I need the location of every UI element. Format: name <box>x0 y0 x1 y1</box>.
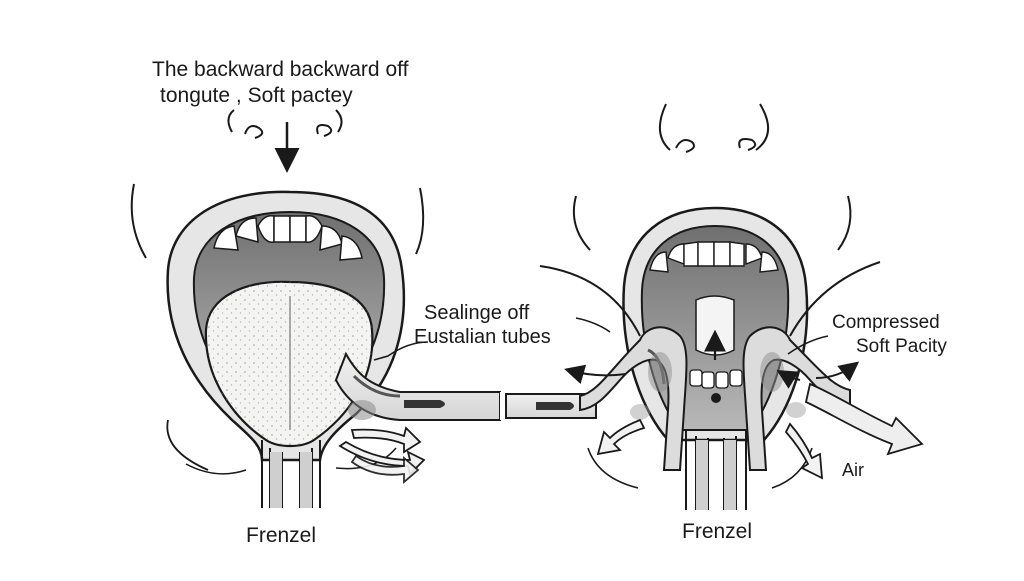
right-left-cheek <box>572 195 591 251</box>
right-left-outer-curve <box>539 265 641 337</box>
right-cheek-line <box>415 187 425 255</box>
right-label-line1: Compressed <box>832 312 940 333</box>
right-side-outflow-tube <box>804 382 924 456</box>
left-nostril-left <box>227 109 235 133</box>
left-down-hollow-arrow <box>596 418 646 456</box>
sealing-leader-line-right <box>575 317 611 333</box>
right-throat-tubes <box>685 430 747 510</box>
right-figure-caption: Frenzel <box>682 520 753 543</box>
air-label: Air <box>842 460 864 480</box>
left-hollow-arrows <box>338 426 426 484</box>
right-throat-dot <box>711 393 721 403</box>
connecting-tube <box>500 392 597 420</box>
right-hollow-arrows <box>596 418 824 480</box>
right-curved-black-arrow-b <box>776 369 801 389</box>
left-cheek-line <box>130 183 147 259</box>
right-upper-teeth <box>649 241 779 273</box>
jaw-line-left <box>166 419 209 471</box>
left-nostril-left-curl <box>244 125 264 139</box>
left-upper-teeth <box>213 214 363 261</box>
right-nostril-right <box>738 138 757 151</box>
air-down-hollow-arrow <box>784 422 824 480</box>
right-left-soft-palate <box>579 326 688 471</box>
left-eustachian-tube <box>334 351 501 421</box>
right-nose-left <box>659 103 671 151</box>
middle-label-line1: Sealinge off <box>424 302 530 324</box>
right-label-line2: Soft Pacity <box>856 336 947 357</box>
left-figure <box>130 109 501 508</box>
left-nostril-right-curl <box>316 124 333 137</box>
middle-label-line2: Eustalian tubes <box>414 326 551 348</box>
sealing-leader-line <box>373 341 429 361</box>
right-figure <box>373 103 924 510</box>
right-nose-right <box>755 103 769 151</box>
top-caption-line1: The backward backward off <box>152 58 409 81</box>
right-nostril-left <box>675 139 695 153</box>
right-curved-black-arrow-a <box>815 361 860 382</box>
left-nostril-right <box>335 109 343 133</box>
left-curved-black-arrow <box>564 364 627 385</box>
top-caption-line2: tongute , Soft pactey <box>160 84 353 107</box>
right-lower-teeth <box>689 369 743 389</box>
left-figure-caption: Frenzel <box>246 524 317 547</box>
right-right-cheek <box>837 195 852 251</box>
compressed-leader-line <box>787 335 829 355</box>
right-right-outer-curve <box>789 261 881 337</box>
